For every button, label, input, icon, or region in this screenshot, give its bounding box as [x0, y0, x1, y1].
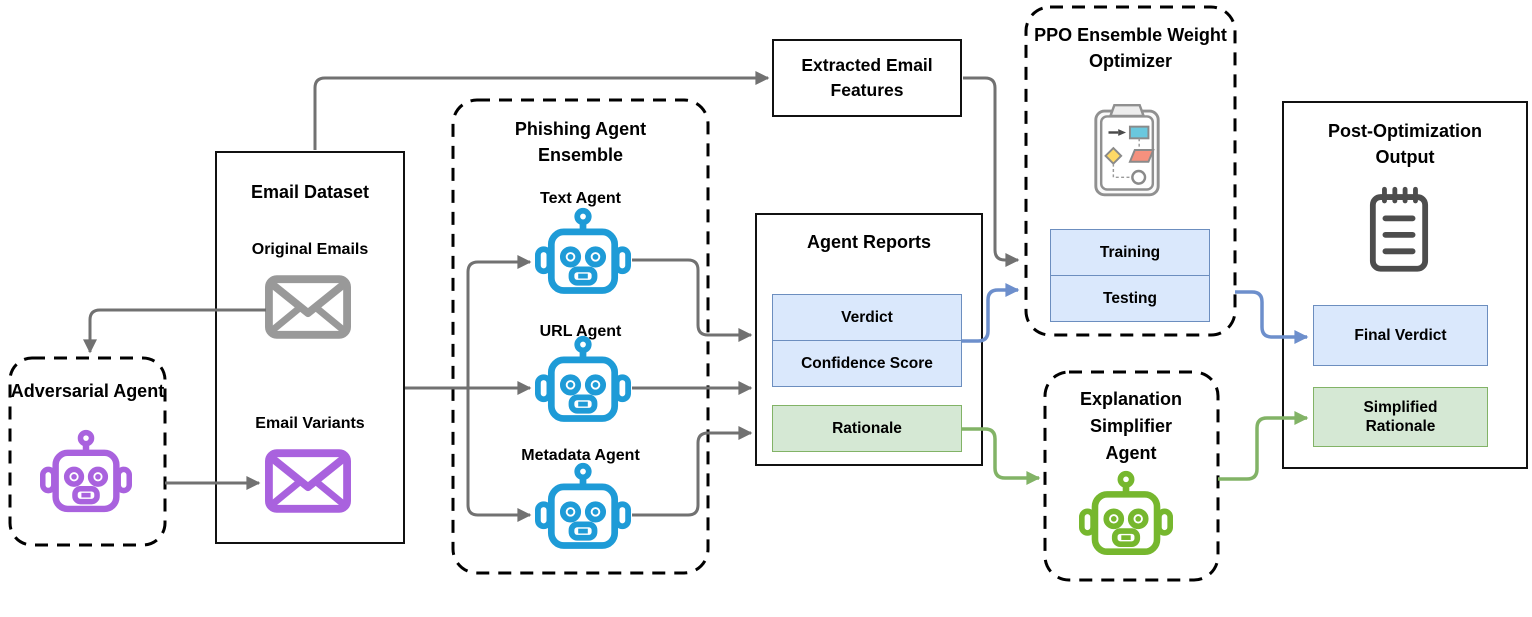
adversarial-robot-icon: [40, 428, 132, 520]
optimizer-clipboard-icon: [1089, 102, 1165, 200]
metadata-agent-label: Metadata Agent: [521, 447, 640, 464]
simplified-rationale-group: Simplified Rationale: [1313, 387, 1488, 447]
confidence-score-cell: Confidence Score: [773, 340, 961, 386]
original-emails-label: Original Emails: [251, 241, 369, 258]
agent-reports-title: Agent Reports: [806, 232, 931, 252]
url-agent-label: URL Agent: [539, 323, 622, 340]
metadata-agent-robot-icon: [535, 461, 631, 557]
text-agent-robot-icon: [535, 206, 631, 302]
email-variants-envelope-icon: [264, 448, 352, 514]
rationale-cell: Rationale: [832, 419, 902, 437]
rationale-group: Rationale: [772, 405, 962, 452]
verdict-cell: Verdict: [841, 308, 893, 326]
arrow-metadata-agent-to-reports: [632, 426, 753, 517]
phishing-ensemble-title: Phishing Agent Ensemble: [514, 119, 647, 165]
url-agent-robot-icon: [535, 334, 631, 430]
simplifier-robot-icon: [1079, 469, 1173, 563]
email-variants-label: Email Variants: [255, 415, 365, 432]
extracted-features-box: Extracted Email Features: [772, 39, 962, 117]
adversarial-agent-title: Adversarial Agent: [10, 381, 165, 401]
simplified-rationale-cell: Simplified Rationale: [1363, 399, 1438, 435]
output-notepad-icon: [1368, 186, 1430, 274]
post-optimization-title: Post-Optimization Output: [1328, 121, 1482, 167]
text-agent-label: Text Agent: [540, 190, 621, 207]
verdict-confidence-group: Verdict Confidence Score: [772, 294, 962, 387]
ppo-optimizer-title: PPO Ensemble Weight Optimizer: [1034, 25, 1227, 71]
original-emails-envelope-icon: [264, 274, 352, 340]
training-cell: Training: [1099, 243, 1161, 261]
final-verdict-cell: Final Verdict: [1354, 326, 1447, 344]
training-testing-group: Training Testing: [1050, 229, 1210, 322]
final-verdict-group: Final Verdict: [1313, 305, 1488, 366]
email-dataset-title: Email Dataset: [250, 182, 370, 202]
testing-cell: Testing: [1051, 275, 1209, 321]
extracted-features-title: Extracted Email Features: [801, 55, 933, 100]
explanation-simplifier-title: Explanation Simplifier Agent: [1079, 389, 1182, 463]
